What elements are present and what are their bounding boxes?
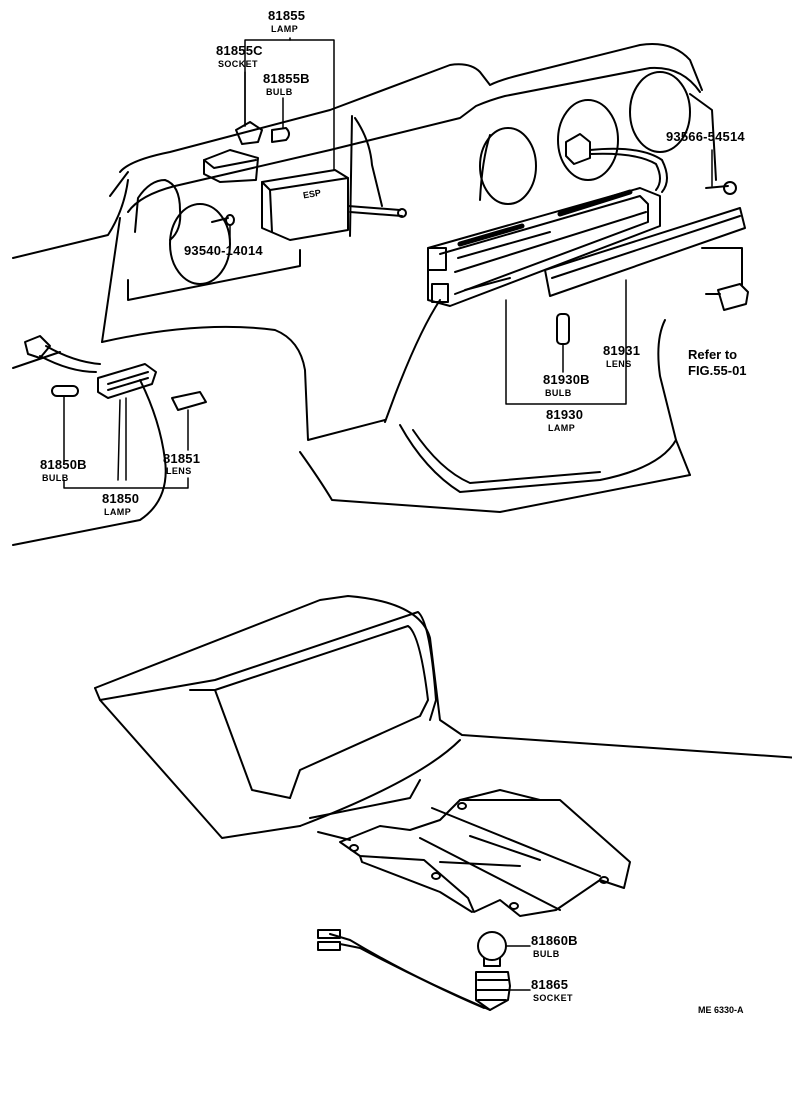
label-81855b-number: 81855B	[263, 71, 310, 86]
label-81855-number: 81855	[268, 8, 306, 23]
lens-81851-icon	[171, 391, 207, 411]
screw-93566-icon	[705, 181, 737, 195]
leader-lines	[63, 37, 713, 489]
label-81851-number: 81851	[163, 451, 201, 466]
label-81855c-number: 81855C	[216, 43, 263, 58]
ashtray-bracket	[339, 789, 631, 917]
socket-81865-icon	[317, 929, 511, 1011]
label-81850b-name: BULB	[42, 473, 69, 483]
label-81855-name: LAMP	[271, 24, 299, 34]
label-93566-number: 93566-54514	[666, 129, 745, 144]
lamp-81855-module	[203, 121, 407, 241]
label-81865-name: SOCKET	[533, 993, 573, 1003]
bulb-81930b-icon	[556, 313, 570, 345]
label-81851-name: LENS	[166, 466, 192, 476]
label-81931-number: 81931	[603, 343, 641, 358]
label-81865-number: 81865	[531, 977, 569, 992]
label-81855b-name: BULB	[266, 87, 293, 97]
screw-93540-icon	[211, 214, 235, 226]
label-81850-number: 81850	[102, 491, 140, 506]
lens-81931-panel	[544, 207, 746, 297]
label-81930-number: 81930	[546, 407, 584, 422]
label-81850b-number: 81850B	[40, 457, 87, 472]
label-81930b-name: BULB	[545, 388, 572, 398]
instrument-panel-outline	[12, 43, 743, 546]
lamp-81850-assembly	[24, 335, 157, 399]
label-81930-name: LAMP	[548, 423, 576, 433]
label-81931-name: LENS	[606, 359, 632, 369]
gauge-cluster	[127, 71, 691, 301]
label-93540-number: 93540-14014	[184, 243, 263, 258]
connector-icon	[565, 133, 668, 193]
label-81860b-name: BULB	[533, 949, 560, 959]
label-81855c-name: SOCKET	[218, 59, 258, 69]
heater-control-panel	[427, 187, 661, 307]
leader-lines-lower	[505, 945, 531, 991]
bulb-81860b-icon	[477, 931, 507, 967]
drawing-code: ME 6330-A	[698, 1005, 744, 1015]
bulb-81850b-icon	[51, 385, 79, 397]
reference-note-line2: FIG.55-01	[688, 363, 747, 378]
reference-note-line1: Refer to	[688, 347, 738, 362]
label-81930b-number: 81930B	[543, 372, 590, 387]
label-81860b-number: 81860B	[531, 933, 578, 948]
lower-console-outline	[94, 595, 792, 841]
label-81850-name: LAMP	[104, 507, 132, 517]
switch-knob-icon	[705, 283, 749, 311]
